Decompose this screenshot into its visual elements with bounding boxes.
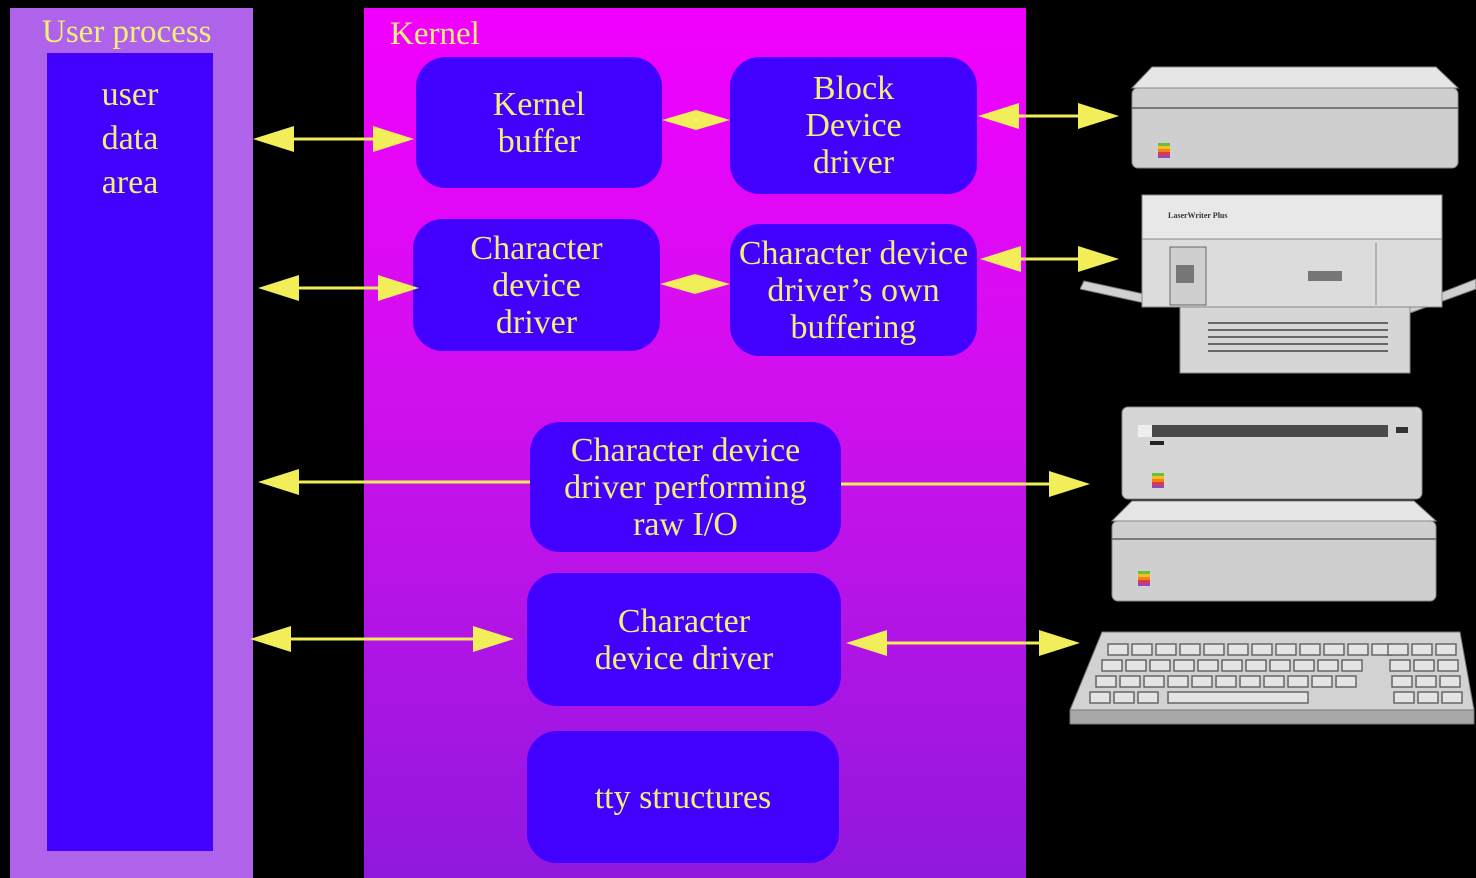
arrow-buffering-printer xyxy=(980,246,1119,272)
tty-structures-box: tty structures xyxy=(527,731,839,863)
apple-logo-icon xyxy=(1138,571,1150,586)
user-data-area: user data area xyxy=(47,53,213,851)
kernel-buffer-box: Kernel buffer xyxy=(416,57,662,188)
arrow-kernel-buffer-block-driver xyxy=(662,110,730,130)
arrow-char-driver-buffering xyxy=(660,274,730,294)
arrow-char-driver-2-keyboard xyxy=(846,630,1080,656)
character-device-buffering-label: Character device driver’s own buffering xyxy=(738,234,969,346)
arrow-block-driver-disk xyxy=(978,103,1119,129)
arrow-user-char-driver xyxy=(258,275,419,301)
character-device-driver-label-1: Character device driver xyxy=(470,229,603,341)
character-device-driver-box-2: Character device driver xyxy=(527,573,841,706)
raw-io-driver-label: Character device driver performing raw I… xyxy=(564,431,807,543)
raw-io-driver-box: Character device driver performing raw I… xyxy=(530,422,841,552)
kernel-title: Kernel xyxy=(390,16,480,52)
arrow-user-kernel-buffer xyxy=(253,126,414,152)
tty-structures-label: tty structures xyxy=(594,778,772,816)
user-data-area-label: user data area xyxy=(101,76,159,201)
block-device-driver-box: Block Device driver xyxy=(730,57,977,194)
character-device-driver-label-2: Character device driver xyxy=(594,602,774,677)
disk-drive-icon xyxy=(1130,66,1460,169)
arrow-user-char-driver-2 xyxy=(250,626,514,652)
arrow-raw-io-terminal xyxy=(841,471,1090,497)
arrow-user-raw-io xyxy=(258,469,530,495)
kernel-buffer-label: Kernel buffer xyxy=(492,85,586,160)
character-device-buffering-box: Character device driver’s own buffering xyxy=(730,224,977,356)
block-device-driver-label: Block Device driver xyxy=(805,70,902,181)
apple-logo-icon xyxy=(1158,143,1170,158)
laser-printer-icon: LaserWriter Plus xyxy=(1080,194,1476,374)
keyboard-icon xyxy=(1069,631,1475,725)
apple-logo-icon xyxy=(1152,473,1164,488)
printer-brand-label: LaserWriter Plus xyxy=(1168,211,1227,220)
character-device-driver-box-1: Character device driver xyxy=(413,219,660,351)
computer-terminal-icon xyxy=(1110,406,1438,602)
user-process-title: User process xyxy=(42,14,212,50)
